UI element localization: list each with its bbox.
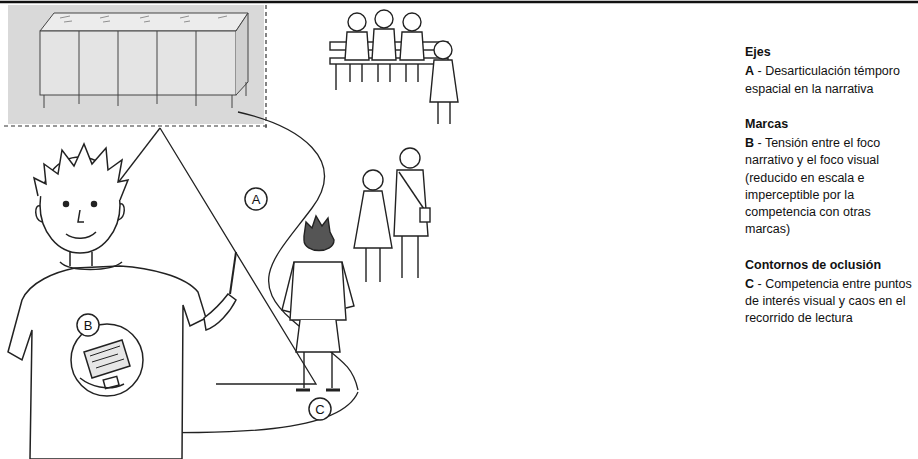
notes-column: Ejes A - Desarticulación témporo espacial… bbox=[745, 44, 913, 328]
section-note: B - Tensión entre el foco narrativo y el… bbox=[745, 135, 913, 239]
boy-figure bbox=[8, 144, 236, 459]
callout-circle: B bbox=[76, 313, 100, 337]
top-rule bbox=[0, 1, 918, 4]
section-heading: Contornos de oclusión bbox=[745, 257, 913, 274]
reading-path bbox=[238, 112, 358, 390]
section-note: C - Competencia entre puntos de interés … bbox=[745, 276, 913, 328]
callout-letter: B bbox=[76, 313, 100, 337]
queue-person bbox=[282, 216, 354, 390]
guide-line bbox=[265, 5, 266, 130]
section-heading: Ejes bbox=[745, 44, 913, 61]
callout-letter: C bbox=[308, 397, 332, 421]
callout-letter: A bbox=[244, 187, 268, 211]
section-note: A - Desarticulación témporo espacial en … bbox=[745, 63, 913, 98]
section-heading: Marcas bbox=[745, 116, 913, 133]
queue-person bbox=[354, 170, 392, 282]
callout-circle: A bbox=[244, 187, 268, 211]
guide-line bbox=[4, 125, 270, 126]
booth-panel bbox=[8, 5, 264, 124]
queue-person bbox=[394, 148, 430, 278]
bench-group bbox=[330, 10, 448, 90]
callout-circle: C bbox=[308, 397, 332, 421]
queue-person bbox=[430, 41, 458, 124]
